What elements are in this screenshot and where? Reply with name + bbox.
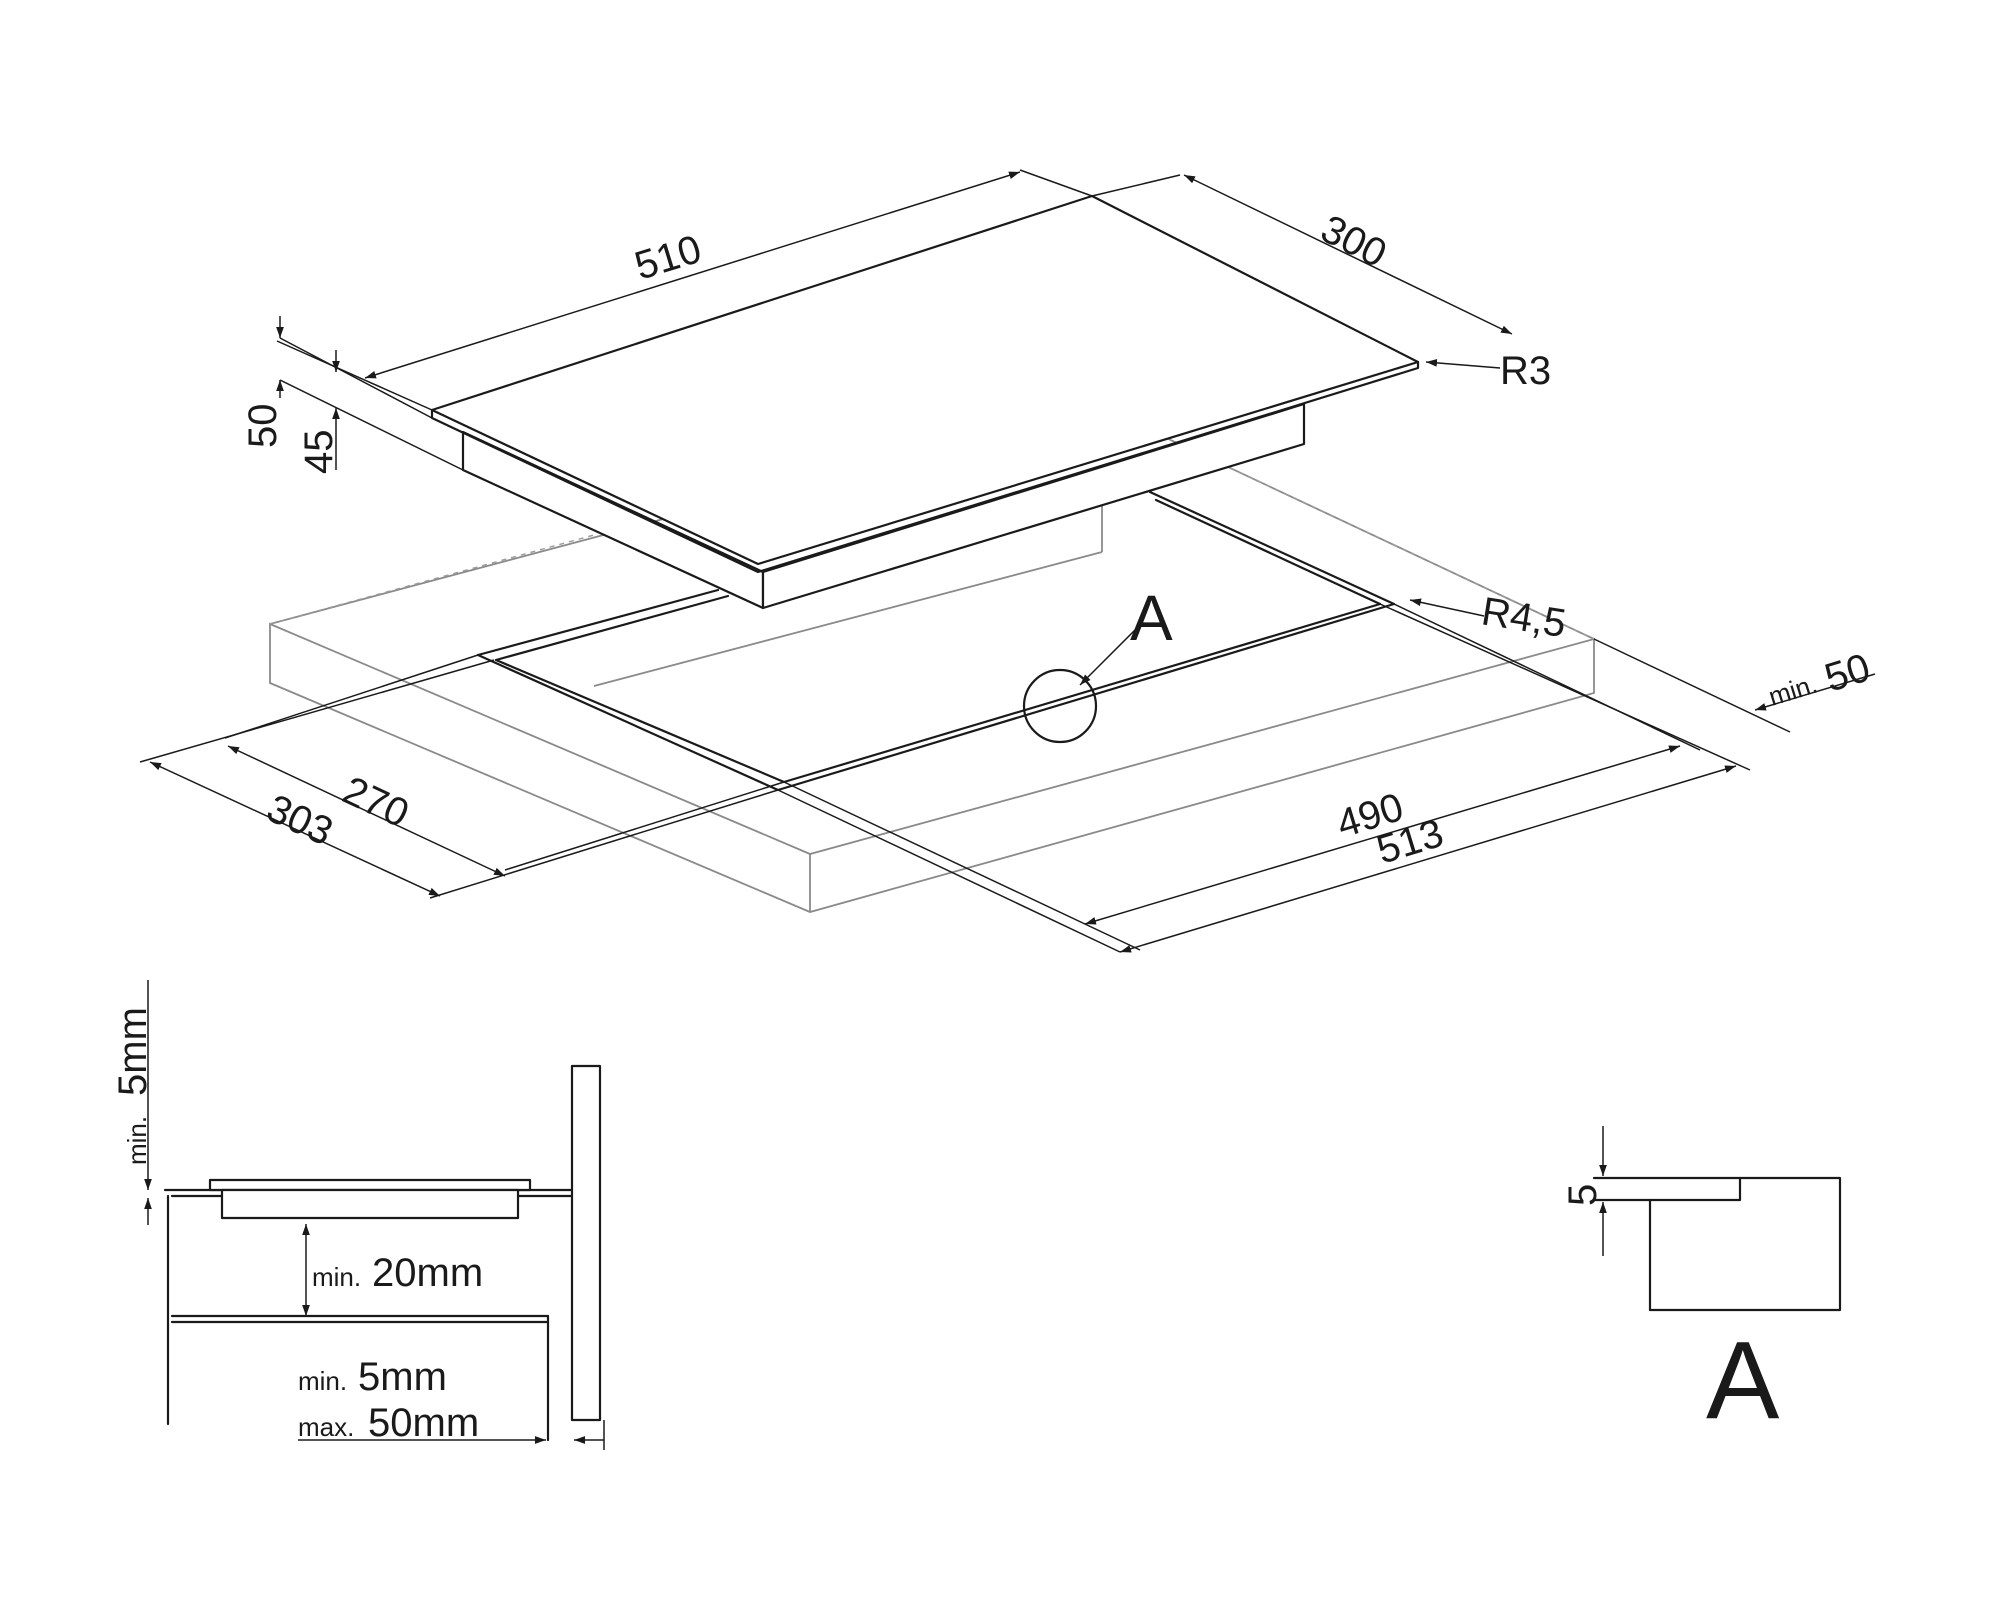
- radius-r45: R4,5: [1409, 589, 1569, 646]
- detail-5-label: 5: [1561, 1184, 1605, 1206]
- ext-line-490-left: [777, 789, 1121, 953]
- detail-circle-a: [1022, 668, 1098, 744]
- r3-leader: [1425, 359, 1501, 369]
- cutout-inner-left-edge: [494, 594, 730, 662]
- dimension-heights: 50 45: [241, 316, 464, 475]
- ext-line-513-right: [1379, 603, 1751, 771]
- dimension-min-50: min. 50: [1593, 638, 1876, 733]
- wall-gap-max-value: 50mm: [368, 1401, 479, 1445]
- radius-r3: R3: [1425, 349, 1551, 393]
- ext-line-270: [224, 654, 479, 739]
- r45-label: R4,5: [1479, 589, 1569, 646]
- ext-line-510-right: [1019, 169, 1093, 197]
- min50-prefix: min.: [1765, 669, 1821, 712]
- gap20-value: 20mm: [372, 1251, 483, 1295]
- wall-gap-min-value: 5mm: [358, 1355, 447, 1399]
- side-section: min. 5mm min. 20mm min. 5mm max. 50mm: [111, 980, 605, 1450]
- cutout-inner-right-edge: [1154, 498, 1382, 606]
- dim-510-label: 510: [630, 227, 707, 289]
- top-gap-value: 5mm: [111, 1007, 155, 1096]
- dim-line-513: [1119, 765, 1737, 953]
- ext-line-height-top: [279, 337, 433, 419]
- section-hob-body: [220, 1188, 520, 1220]
- ext-line-490-right: [1393, 603, 1701, 751]
- detail-a-hatched-body: [1648, 1176, 1842, 1312]
- wall-panel: [570, 1064, 602, 1422]
- ext-line-cutout-front-left: [429, 789, 779, 899]
- worktop-hidden-edge-left: [269, 534, 595, 625]
- ext-line-513-left: [783, 781, 1141, 951]
- dimension-270-303: 270 303: [139, 654, 785, 899]
- top-gap-min-prefix: min.: [122, 1116, 152, 1165]
- dim-270-label: 270: [336, 768, 415, 836]
- ext-line-300-top: [1091, 174, 1181, 197]
- r3-label: R3: [1500, 349, 1551, 393]
- section-hob-glass: [208, 1178, 532, 1192]
- worktop-back-line: [593, 551, 1103, 687]
- dim-300-label: 300: [1314, 207, 1393, 277]
- detail-marker-label: A: [1130, 582, 1173, 654]
- wall-gap-min-prefix: min.: [298, 1366, 347, 1396]
- detail-a-title: A: [1706, 1319, 1780, 1442]
- ext-line-cutout-inner-front: [504, 781, 785, 871]
- dim-line-510: [364, 171, 1021, 379]
- cutout-right-back-edge: [1148, 490, 1396, 606]
- wall-gap-max-prefix: max.: [298, 1412, 354, 1442]
- dim-line-303: [149, 761, 441, 897]
- r45-leader: [1409, 598, 1485, 617]
- hob-glass-edge: [430, 360, 1420, 574]
- detail-a-section: 5 A: [1561, 1126, 1842, 1442]
- dim-line-min50: [1754, 673, 1876, 711]
- cutout-left-top-edge: [476, 588, 720, 657]
- ext-line-510-left: [276, 340, 433, 411]
- ext-line-303: [139, 659, 495, 763]
- ext-line-min50: [1593, 638, 1791, 733]
- min50-label: 50: [1820, 646, 1875, 701]
- dim-line-300: [1183, 174, 1513, 335]
- gap20-min-prefix: min.: [312, 1262, 361, 1292]
- detail-a-leader: [1079, 629, 1136, 686]
- dim-45-label: 45: [297, 430, 341, 475]
- ext-line-height-bottom: [279, 379, 464, 471]
- dim-50-label: 50: [241, 404, 285, 449]
- hob: [430, 194, 1420, 610]
